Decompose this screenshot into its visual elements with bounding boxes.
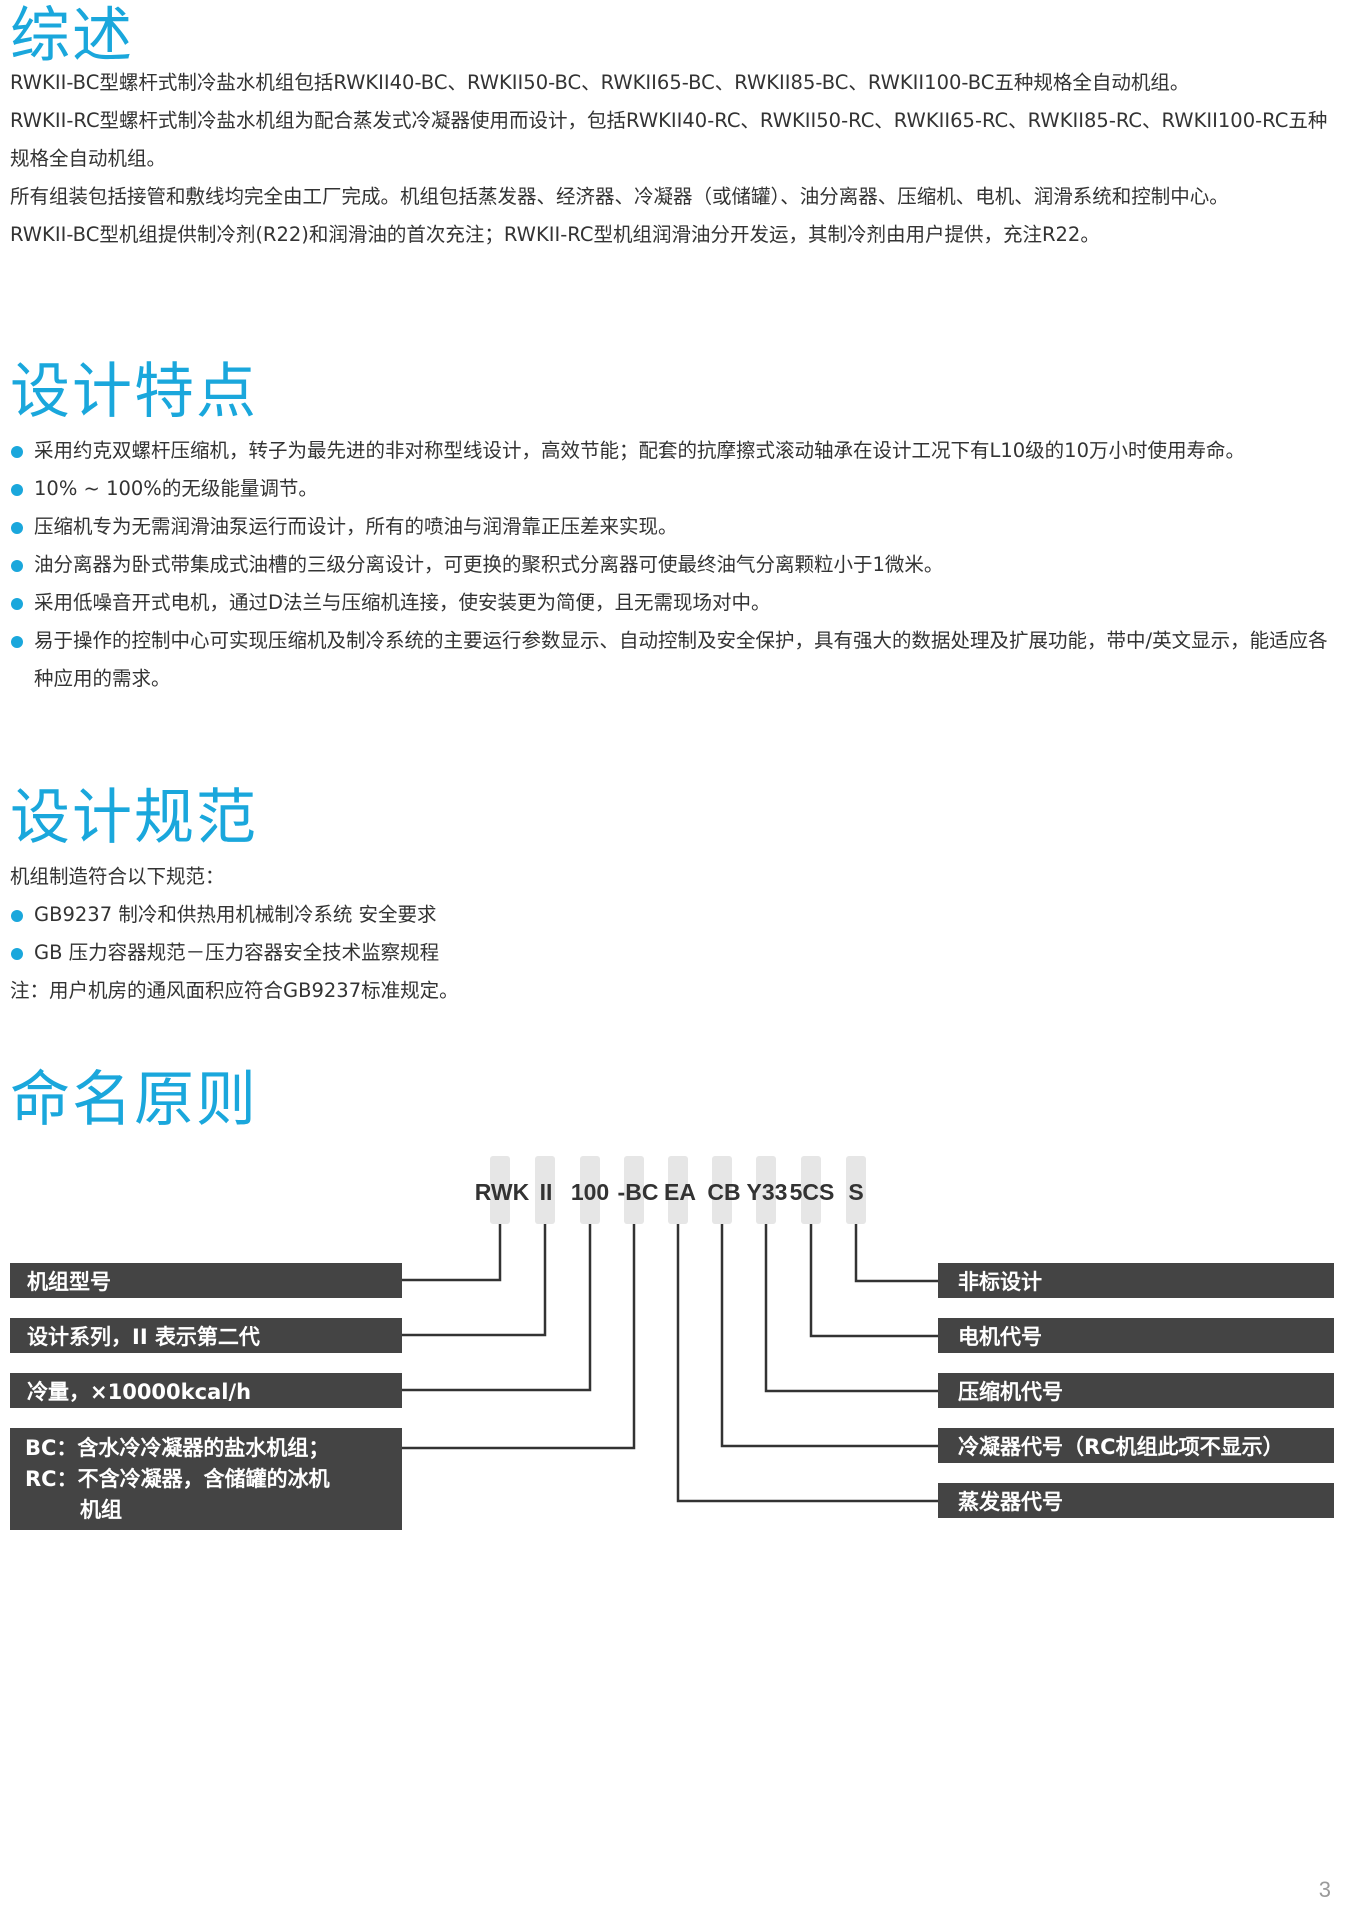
label-evaporator: 蒸发器代号 (958, 1490, 1063, 1514)
standard-item: GB 压力容器规范－压力容器安全技术监察规程 (10, 934, 1335, 972)
label-special: 非标设计 (958, 1270, 1042, 1294)
connector-line (400, 1224, 547, 1337)
connector-line (720, 1224, 940, 1448)
segment-tab (846, 1156, 866, 1224)
page-number: 3 (1318, 1877, 1331, 1902)
label-box (10, 1428, 402, 1530)
feature-item: 油分离器为卧式带集成式油槽的三级分离设计，可更换的聚积式分离器可使最终油气分离颗… (10, 546, 1335, 584)
standards-intro: 机组制造符合以下规范： (10, 865, 225, 888)
overview-section: RWKII-BC型螺杆式制冷盐水机组包括RWKII40-BC、RWKII50-B… (10, 64, 1335, 254)
feature-item: 压缩机专为无需润滑油泵运行而设计，所有的喷油与润滑靠正压差来实现。 (10, 508, 1335, 546)
connector-line (400, 1224, 592, 1392)
label-compressor: 压缩机代号 (958, 1380, 1063, 1404)
feature-item: 10% ~ 100%的无级能量调节。 (10, 470, 1335, 508)
label-type-rc: RC：不含冷凝器，含储罐的冰机 (25, 1467, 330, 1491)
segment-tab (668, 1156, 688, 1224)
feature-item: 易于操作的控制中心可实现压缩机及制冷系统的主要运行参数显示、自动控制及安全保护，… (10, 622, 1335, 698)
label-type-rc-cont: 机组 (80, 1498, 122, 1522)
connector-line (764, 1224, 940, 1393)
segment-series: II (540, 1179, 553, 1205)
label-box (938, 1428, 1334, 1463)
segment-compressor: Y33 (747, 1179, 788, 1205)
segment-tab (490, 1156, 510, 1224)
segment-tab (756, 1156, 776, 1224)
connector-line (854, 1224, 940, 1283)
label-box (10, 1318, 402, 1353)
label-series: 设计系列，II 表示第二代 (27, 1325, 260, 1349)
label-box (10, 1373, 402, 1408)
label-model: 机组型号 (27, 1270, 111, 1294)
segment-type: -BC (618, 1179, 659, 1205)
model-code: RWK II 100 -BC EA CB Y33 5CS S (475, 1179, 864, 1205)
overview-paragraph-4: RWKII-BC型机组提供制冷剂(R22)和润滑油的首次充注；RWKII-RC型… (10, 223, 1100, 246)
label-box (938, 1483, 1334, 1518)
connector-line (400, 1224, 502, 1282)
segment-tabs (490, 1156, 866, 1224)
standards-note: 注：用户机房的通风面积应符合GB9237标准规定。 (10, 979, 459, 1002)
overview-paragraph-1: RWKII-BC型螺杆式制冷盐水机组包括RWKII40-BC、RWKII50-B… (10, 71, 1190, 94)
label-capacity: 冷量，×10000kcal/h (27, 1380, 251, 1404)
segment-tab (580, 1156, 600, 1224)
left-labels: 机组型号 设计系列，II 表示第二代 冷量，×10000kcal/h BC：含水… (10, 1263, 402, 1530)
right-labels: 非标设计 电机代号 压缩机代号 冷凝器代号（RC机组此项不显示） 蒸发器代号 (938, 1263, 1334, 1518)
standards-title: 设计规范 (10, 783, 258, 853)
segment-rwk: RWK (475, 1179, 530, 1205)
segment-tab (535, 1156, 555, 1224)
feature-item: 采用约克双螺杆压缩机，转子为最先进的非对称型线设计，高效节能；配套的抗摩擦式滚动… (10, 432, 1335, 470)
overview-title: 综述 (10, 1, 134, 71)
segment-tab (712, 1156, 732, 1224)
label-motor: 电机代号 (958, 1325, 1042, 1349)
feature-item: 采用低噪音开式电机，通过D法兰与压缩机连接，使安装更为简便，且无需现场对中。 (10, 584, 1335, 622)
label-box (10, 1263, 402, 1298)
segment-tab (624, 1156, 644, 1224)
segment-evaporator: EA (664, 1179, 696, 1205)
segment-condenser: CB (707, 1179, 740, 1205)
overview-paragraph-3: 所有组装包括接管和敷线均完全由工厂完成。机组包括蒸发器、经济器、冷凝器（或储罐）… (10, 185, 1229, 208)
features-list: 采用约克双螺杆压缩机，转子为最先进的非对称型线设计，高效节能；配套的抗摩擦式滚动… (10, 432, 1335, 698)
label-box (938, 1373, 1334, 1408)
standards-list: GB9237 制冷和供热用机械制冷系统 安全要求 GB 压力容器规范－压力容器安… (10, 896, 1335, 972)
label-condenser: 冷凝器代号（RC机组此项不显示） (958, 1435, 1284, 1459)
connector-line (400, 1224, 636, 1450)
label-box (938, 1318, 1334, 1353)
standard-item: GB9237 制冷和供热用机械制冷系统 安全要求 (10, 896, 1335, 934)
connector-line (809, 1224, 940, 1338)
segment-tab (801, 1156, 821, 1224)
features-title: 设计特点 (10, 357, 258, 427)
segment-capacity: 100 (571, 1179, 609, 1205)
connector-line (676, 1224, 940, 1503)
connector-lines (400, 1224, 940, 1503)
naming-title: 命名原则 (10, 1065, 258, 1135)
overview-paragraph-2: RWKII-RC型螺杆式制冷盐水机组为配合蒸发式冷凝器使用而设计，包括RWKII… (10, 109, 1328, 170)
label-box (938, 1263, 1334, 1298)
segment-motor: 5CS (790, 1179, 835, 1205)
label-type-bc: BC：含水冷冷凝器的盐水机组； (25, 1436, 329, 1460)
naming-diagram: RWK II 100 -BC EA CB Y33 5CS S 机组型号 设计系列… (10, 1156, 1334, 1530)
segment-special: S (848, 1179, 863, 1205)
